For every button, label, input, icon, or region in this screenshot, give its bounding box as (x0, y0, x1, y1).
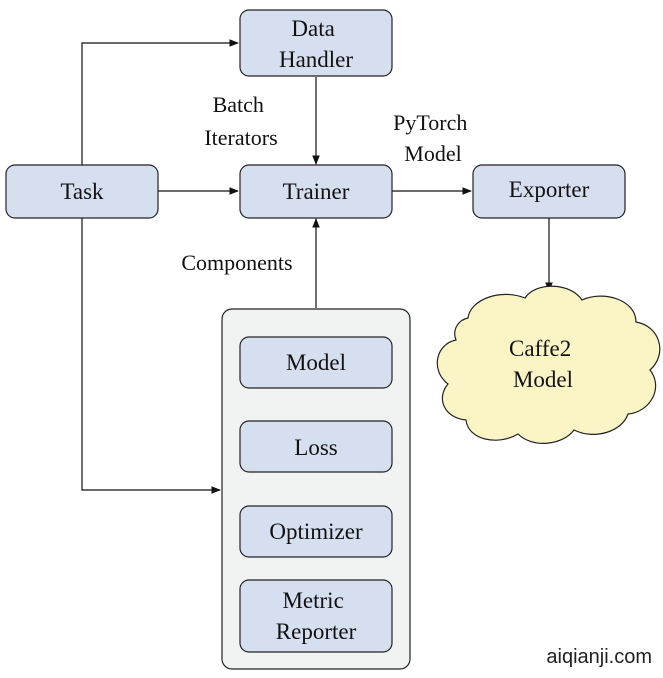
loss-text: Loss (294, 435, 338, 460)
components-group: Model Loss Optimizer Metric Reporter (221, 308, 411, 670)
svg-text:Metric Reporter: Metric Reporter (276, 588, 357, 644)
task-to-data-handler-arrow (81, 39, 239, 165)
caffe2-line-2: Model (513, 367, 573, 392)
task-text: Task (60, 179, 104, 204)
components-label: Components (181, 250, 292, 275)
cloud-shape (436, 285, 661, 444)
data-handler-line-2: Handler (279, 47, 353, 72)
optimizer-text: Optimizer (269, 519, 363, 544)
data-handler-node: Data Handler (239, 9, 393, 77)
trainer-node: Trainer (239, 164, 393, 219)
exporter-text: Exporter (509, 177, 590, 202)
pytorch-model-line-2: Model (404, 141, 461, 166)
svg-text:Data Handler: Data Handler (279, 16, 353, 72)
watermark-text: aiqianji.com (546, 646, 652, 668)
model-text: Model (286, 350, 346, 375)
trainer-text: Trainer (283, 179, 350, 204)
svg-text:Caffe2 Model: Caffe2 Model (509, 336, 577, 392)
batch-iterators-line-1: Batch (213, 92, 264, 117)
exporter-node: Exporter (472, 164, 626, 219)
loss-component: Loss (239, 420, 393, 473)
metric-reporter-component: Metric Reporter (239, 579, 393, 653)
metric-reporter-line-1: Metric (282, 588, 343, 613)
batch-iterators-label: Batch Iterators (204, 92, 277, 150)
batch-iterators-line-2: Iterators (204, 125, 277, 150)
caffe2-model-cloud: Caffe2 Model (436, 285, 661, 444)
optimizer-component: Optimizer (239, 505, 393, 558)
pytorch-model-line-1: PyTorch (393, 110, 467, 135)
pytorch-model-label: PyTorch Model (393, 110, 473, 166)
edges (81, 39, 553, 494)
model-component: Model (239, 336, 393, 389)
caffe2-line-1: Caffe2 (509, 336, 571, 361)
data-handler-line-1: Data (291, 16, 334, 41)
metric-reporter-line-2: Reporter (276, 619, 357, 644)
task-node: Task (5, 164, 159, 219)
task-to-components-arrow (81, 218, 221, 494)
